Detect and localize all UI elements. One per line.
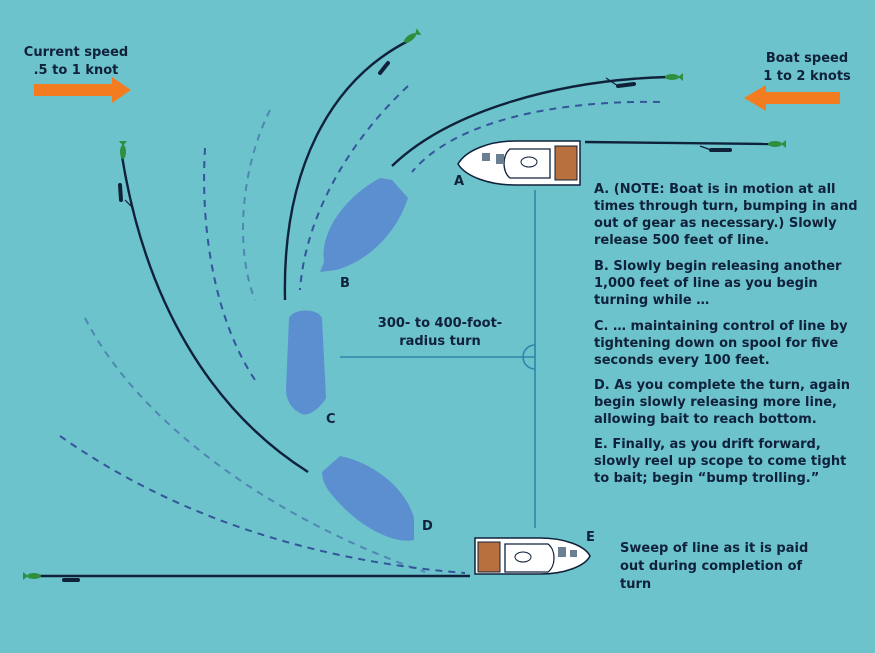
position-label-d: D bbox=[422, 519, 433, 534]
boat-speed-label: Boat speed 1 to 2 knots bbox=[752, 50, 862, 86]
fish-icon bbox=[665, 73, 683, 81]
radius-label: 300- to 400-foot-radius turn bbox=[377, 316, 503, 349]
current-speed-label: Current speed .5 to 1 knot bbox=[20, 44, 132, 80]
fish-icon bbox=[768, 140, 786, 148]
position-label-c: C bbox=[326, 412, 336, 427]
sweep-arc-4 bbox=[203, 147, 256, 381]
note-d: D. As you complete the turn, again begin… bbox=[594, 378, 851, 427]
current-speed-value: .5 to 1 knot bbox=[33, 63, 119, 78]
boat-silhouette-b bbox=[320, 178, 408, 272]
sweep-arcs bbox=[59, 85, 661, 574]
note-c: C. … maintaining control of line by tigh… bbox=[594, 319, 848, 368]
note-b: B. Slowly begin releasing another 1,000 … bbox=[594, 259, 842, 308]
note-e: E. Finally, as you drift forward, slowly… bbox=[594, 437, 847, 486]
position-label-a: A bbox=[454, 174, 465, 189]
fish-icons bbox=[23, 28, 786, 580]
sweep-arc-3 bbox=[242, 109, 271, 301]
sweep-arc-6 bbox=[59, 435, 466, 574]
fish-icon bbox=[23, 572, 41, 580]
sweep-label: Sweep of line as it is paid out during c… bbox=[620, 541, 809, 592]
fish-icon bbox=[119, 141, 127, 159]
position-label-e: E bbox=[586, 530, 595, 545]
sweep-arc-5 bbox=[84, 317, 426, 573]
position-label-b: B bbox=[340, 276, 350, 291]
right-angle-mark bbox=[522, 344, 536, 370]
line-position-c bbox=[283, 38, 411, 301]
boat-silhouette-d bbox=[322, 456, 414, 541]
boat-e bbox=[474, 537, 591, 575]
boat-a bbox=[457, 140, 581, 186]
current-direction-arrow bbox=[34, 77, 131, 103]
radius-guides bbox=[340, 190, 536, 528]
sweep-arc-2 bbox=[299, 85, 409, 291]
line-leaders bbox=[124, 77, 712, 209]
current-speed-title: Current speed bbox=[23, 45, 129, 60]
fishing-lines bbox=[30, 38, 771, 578]
boat-silhouette-c bbox=[286, 310, 326, 415]
fish-icon bbox=[404, 28, 422, 43]
boat-silhouettes bbox=[286, 178, 414, 541]
note-a: A. (NOTE: Boat is in motion at all times… bbox=[594, 182, 858, 248]
boat-speed-value: 1 to 2 knots bbox=[763, 69, 851, 84]
line-position-b bbox=[391, 75, 669, 167]
boat-speed-title: Boat speed bbox=[765, 51, 849, 66]
line-weights bbox=[62, 61, 732, 582]
line-position-d bbox=[120, 155, 309, 474]
line-position-a bbox=[584, 140, 771, 146]
boat-direction-arrow bbox=[744, 85, 840, 111]
sweep-arc-1 bbox=[411, 100, 661, 173]
